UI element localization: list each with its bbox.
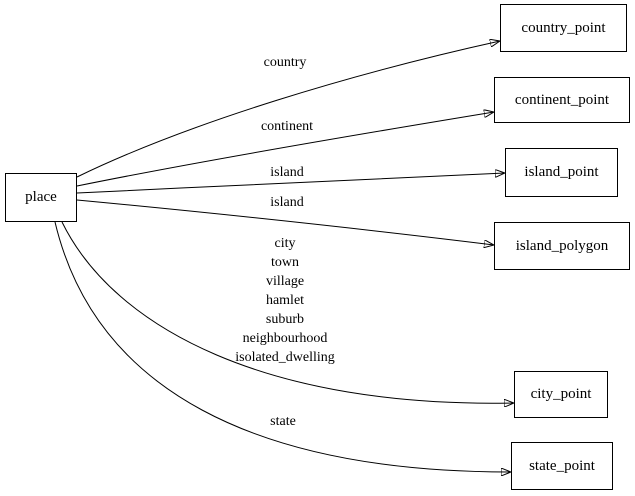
edge-state — [54, 221, 511, 472]
edge-label-city-line: city — [274, 236, 296, 251]
node-state-point: state_point — [511, 442, 613, 490]
edge-label-city-line: suburb — [265, 312, 305, 327]
edge-label-state: state — [270, 414, 296, 429]
edge-country — [76, 41, 500, 178]
edge-island-to-polygon — [76, 199, 494, 245]
edge-label-city-types: city town village hamlet suburb neighbou… — [235, 234, 335, 367]
node-country-point: country_point — [500, 4, 627, 52]
node-continent-point: continent_point — [494, 77, 630, 123]
edge-label-city-line: village — [265, 274, 305, 289]
node-island-polygon: island_polygon — [494, 222, 630, 270]
node-place: place — [5, 173, 77, 222]
edge-label-city-line: isolated_dwelling — [235, 350, 335, 365]
node-island-point: island_point — [505, 148, 618, 197]
edge-label-country: country — [263, 55, 307, 70]
node-city-point: city_point — [514, 371, 608, 418]
edge-city — [61, 221, 514, 403]
edge-label-continent: continent — [260, 119, 314, 134]
edge-label-island-point: island — [270, 165, 304, 180]
edge-label-city-line: town — [270, 255, 299, 270]
edge-label-city-line: neighbourhood — [242, 331, 328, 346]
edge-continent — [76, 112, 494, 187]
edge-label-island-polygon: island — [270, 195, 304, 210]
edge-island-to-point — [76, 173, 505, 194]
edge-label-city-line: hamlet — [265, 293, 305, 308]
